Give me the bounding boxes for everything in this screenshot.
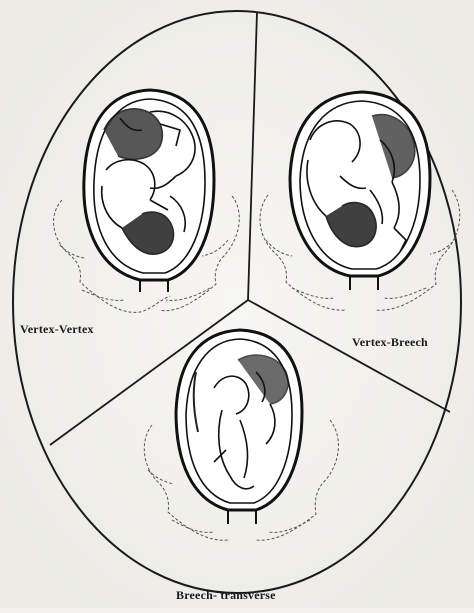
label-breech-transverse: Breech- transverse bbox=[176, 588, 276, 603]
label-vertex-vertex: Vertex-Vertex bbox=[20, 322, 94, 337]
label-vertex-breech: Vertex-Breech bbox=[352, 335, 428, 350]
